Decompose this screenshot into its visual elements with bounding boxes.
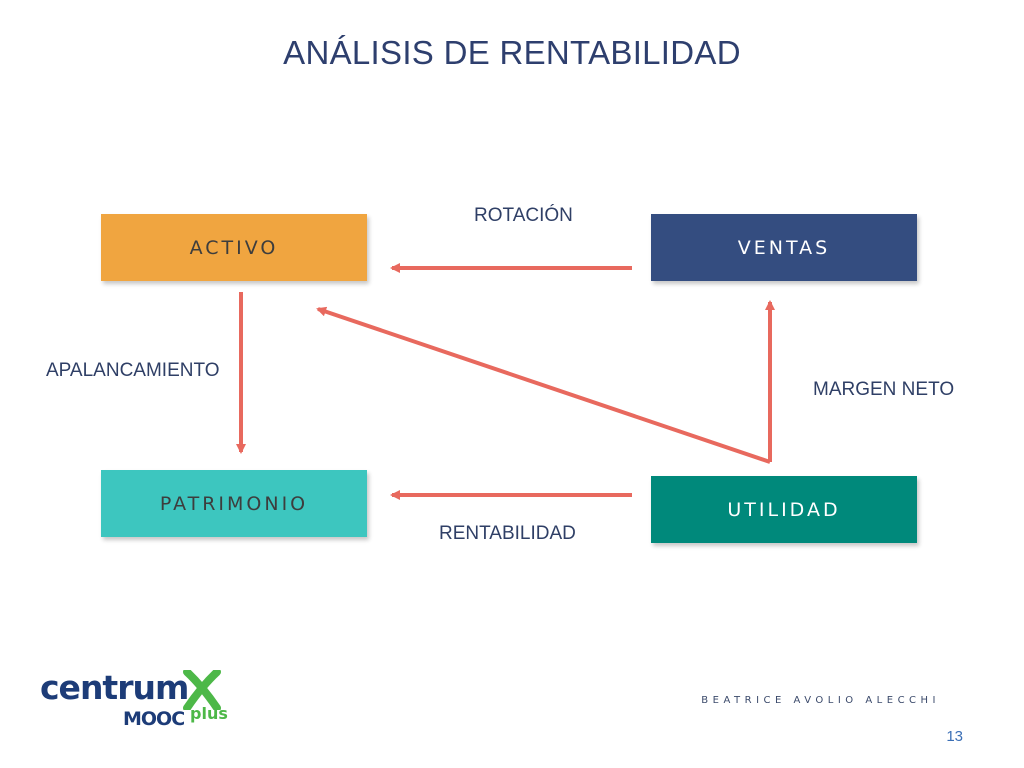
box-ventas: VENTAS (651, 214, 917, 281)
page-number: 13 (946, 728, 963, 745)
logo-mooc-text: MOOC (123, 708, 185, 730)
box-ventas-label: VENTAS (737, 236, 831, 259)
logo-brand-text: centrum (40, 668, 189, 707)
label-rotacion: ROTACIÓN (474, 205, 573, 226)
box-activo-label: ACTIVO (189, 236, 279, 259)
label-margen-neto: MARGEN NETO (813, 379, 955, 400)
box-utilidad: UTILIDAD (651, 476, 917, 543)
box-activo: ACTIVO (101, 214, 367, 281)
slide-title: ANÁLISIS DE RENTABILIDAD (283, 34, 741, 71)
box-utilidad-label: UTILIDAD (727, 498, 841, 521)
box-patrimonio: PATRIMONIO (101, 470, 367, 537)
arrow-diagonal (316, 306, 771, 464)
label-rentabilidad: RENTABILIDAD (439, 523, 576, 544)
logo-x-icon (183, 670, 221, 710)
centrum-logo: centrum MOOC plus (40, 668, 230, 738)
label-apalancamiento: APALANCAMIENTO (46, 360, 220, 381)
box-patrimonio-label: PATRIMONIO (159, 492, 309, 515)
author-name: BEATRICE AVOLIO ALECCHI (701, 695, 940, 706)
logo-plus-text: plus (190, 704, 228, 723)
